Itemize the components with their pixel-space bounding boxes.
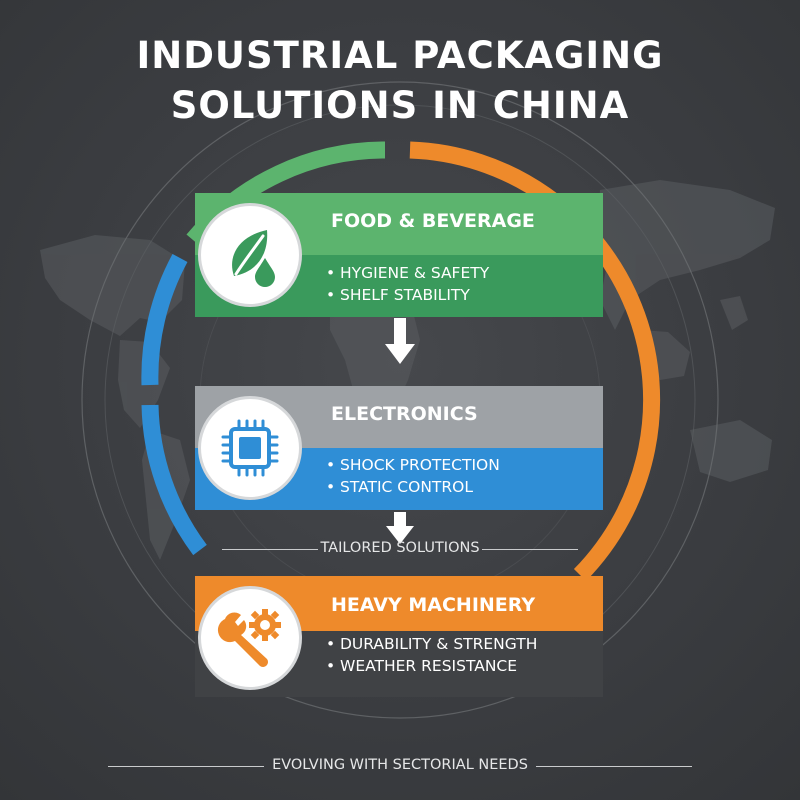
bullet-item: SHELF STABILITY (326, 284, 489, 306)
bullet-item: HYGIENE & SAFETY (326, 262, 489, 284)
ring-blue-arc-lower (141, 404, 207, 556)
microchip-icon (221, 419, 279, 477)
down-arrow-icon (386, 512, 414, 544)
down-arrow-icon (385, 318, 415, 364)
sector-icon-badge (198, 203, 302, 307)
title-line-1: INDUSTRIAL PACKAGING (136, 34, 664, 77)
footer-caption: EVOLVING WITH SECTORIAL NEEDS (272, 757, 528, 773)
title-line-2: SOLUTIONS IN CHINA (170, 84, 630, 127)
divider-line (536, 766, 692, 767)
ring-blue-arc-upper (141, 253, 188, 386)
bullet-item: WEATHER RESISTANCE (326, 655, 537, 677)
sector-title: ELECTRONICS (331, 403, 478, 425)
ring-orange-arc (409, 141, 661, 581)
divider-line (482, 549, 578, 550)
sector-title: FOOD & BEVERAGE (331, 210, 535, 232)
bullet-item: SHOCK PROTECTION (326, 454, 500, 476)
sector-card-food-beverage: FOOD & BEVERAGE HYGIENE & SAFETY SHELF S… (195, 193, 603, 317)
middle-caption: TAILORED SOLUTIONS (320, 540, 480, 556)
bullet-list: SHOCK PROTECTION STATIC CONTROL (326, 454, 500, 498)
bullet-list: DURABILITY & STRENGTH WEATHER RESISTANCE (326, 633, 537, 677)
sector-card-heavy-machinery: HEAVY MACHINERY DURABILITY & STRENGTH WE… (195, 576, 603, 697)
wrench-gear-icon (217, 609, 281, 667)
leaf-droplet-icon (232, 230, 275, 287)
sector-title: HEAVY MACHINERY (331, 594, 536, 616)
bullet-item: DURABILITY & STRENGTH (326, 633, 537, 655)
sector-icon-badge (198, 586, 302, 690)
divider-line (222, 549, 318, 550)
sector-card-electronics: ELECTRONICS SHOCK PROTECTION STATIC CONT… (195, 386, 603, 510)
divider-line (108, 766, 264, 767)
bullet-list: HYGIENE & SAFETY SHELF STABILITY (326, 262, 489, 306)
bullet-item: STATIC CONTROL (326, 476, 500, 498)
sector-icon-badge (198, 396, 302, 500)
